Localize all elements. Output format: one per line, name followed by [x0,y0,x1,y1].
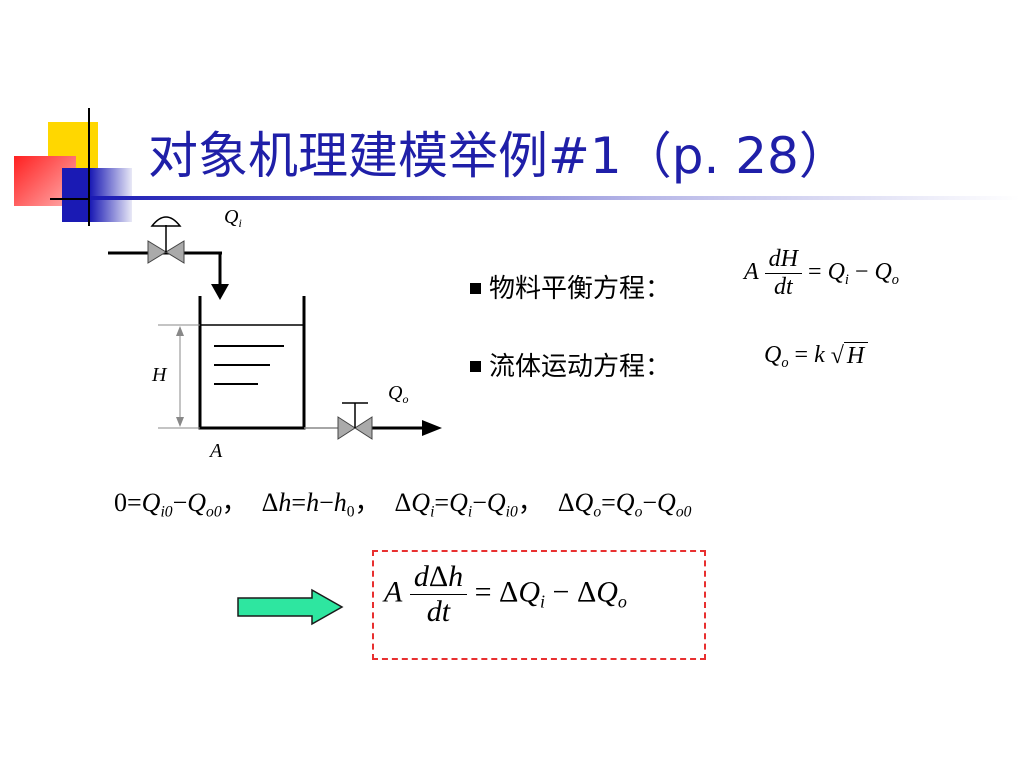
bullet-square-icon [470,283,481,294]
decor-vertical-line [88,108,90,226]
result-dashed-box [372,550,706,660]
outlet-arrowhead [422,420,442,436]
bullet-square-icon [470,361,481,372]
tank-diagram [108,216,442,440]
height-dim-arrow-top [176,326,184,336]
height-dim-arrow-bottom [176,417,184,427]
page-title: 对象机理建模举例#1（p. 28） [148,124,849,188]
title-main: 对象机理建模举例#1 [148,127,622,185]
square-root: √H [831,342,869,370]
equation-result: A dΔh dt = ΔQi − ΔQo [384,560,627,629]
title-ref: （p. 28） [621,127,849,185]
label-qo: Qo [388,382,409,407]
fraction-ddh-dt: dΔh dt [409,560,468,629]
inlet-arrowhead [211,284,229,300]
equation-fluid-motion: Qo = k √H [764,342,869,370]
inlet-pipe-down [180,251,222,288]
steady-state-equations: 0=Qi0−Qo0，Δh=h−h0，ΔQi=Qi−Qi0，ΔQo=Qo−Qo0 [114,488,692,521]
green-arrow-icon [237,588,344,626]
label-a: A [210,440,223,462]
radical-sign-icon: √ [830,343,844,370]
title-underline [90,196,1020,200]
equation-mass-balance: A dH dt = Qi − Qo [744,246,899,301]
decor-blue-square [62,168,132,222]
bullet-fluid-motion: 流体运动方程： [470,346,671,383]
label-qi: Qi [224,206,242,231]
fraction-dh-dt: dH dt [764,246,803,301]
outlet-valve-icon [337,402,373,440]
label-h: H [152,364,167,386]
bullet-mass-balance: 物料平衡方程： [470,268,671,305]
inlet-valve-icon [147,216,185,264]
tank-wall [198,296,306,430]
decor-corner [0,100,150,230]
